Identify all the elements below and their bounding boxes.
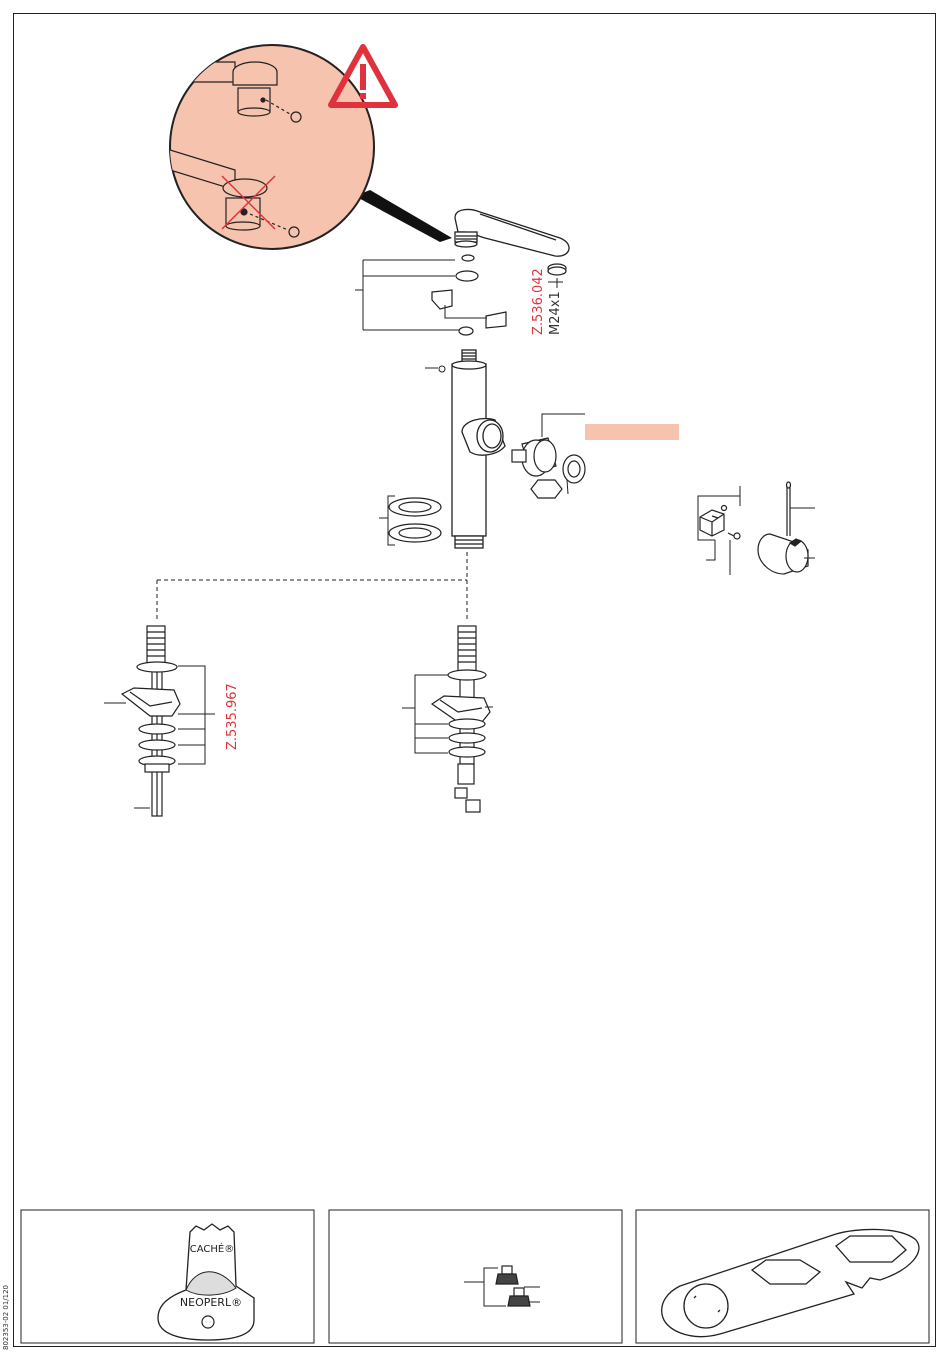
mounting-set-center	[432, 626, 490, 812]
document-code: 802353-02 01/120	[2, 1272, 14, 1352]
aerator-key-icon	[158, 1224, 254, 1340]
spout-aerator-code: Z.536.042	[531, 268, 546, 335]
zoom-detail	[170, 45, 452, 249]
tool-panel-nuts	[329, 1210, 622, 1343]
cartridge	[512, 438, 585, 498]
set-screw	[425, 366, 445, 372]
aerator-key-brand-top: CACHÉ®	[190, 1242, 234, 1255]
base-gaskets	[389, 498, 441, 542]
aerator-thread-label: M24x1	[548, 291, 563, 335]
mounting-set-code: Z.535.967	[225, 683, 240, 750]
aerator-key-brand-bottom: NEOPERL®	[180, 1296, 242, 1309]
mounting-set-left	[122, 626, 180, 816]
tap-body	[452, 350, 505, 548]
spout	[455, 210, 569, 275]
zoom-pointer	[355, 190, 452, 242]
spout-seals	[432, 255, 506, 335]
nuts-icon	[496, 1266, 530, 1306]
highlight-box	[585, 424, 679, 440]
wrench-icon	[662, 1229, 919, 1336]
dashed-connector	[157, 552, 467, 620]
